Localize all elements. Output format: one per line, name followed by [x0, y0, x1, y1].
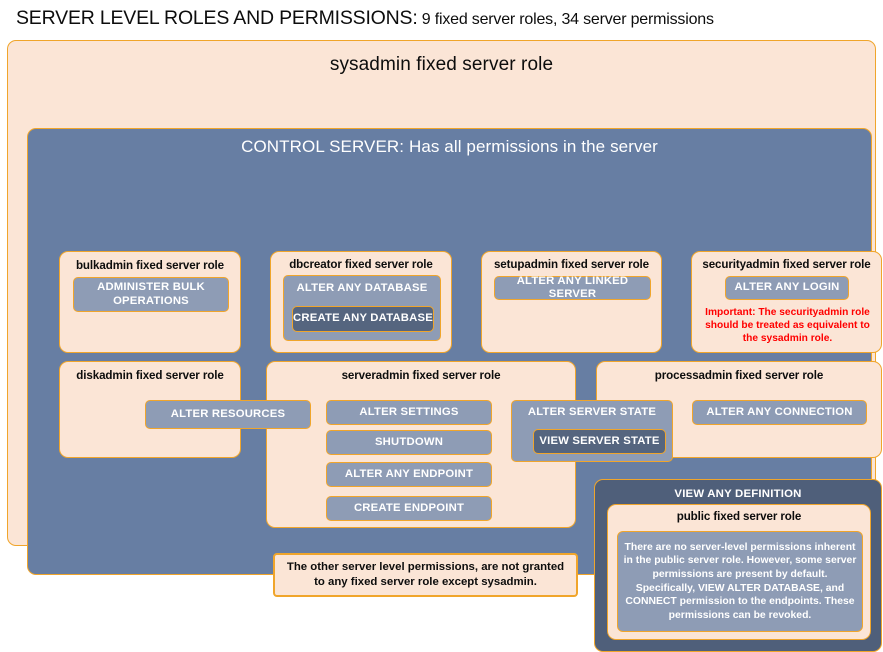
role-box-setupadmin: setupadmin fixed server role ALTER ANY L… — [481, 251, 662, 353]
page-title: SERVER LEVEL ROLES AND PERMISSIONS: 9 fi… — [16, 7, 876, 35]
permission-box-view-any-definition: VIEW ANY DEFINITION public fixed server … — [594, 479, 882, 652]
role-title-diskadmin: diskadmin fixed server role — [76, 369, 224, 382]
permission-chip-alter-settings: ALTER SETTINGS — [326, 400, 492, 425]
permission-chip-create-endpoint: CREATE ENDPOINT — [326, 496, 492, 521]
permission-chip-create-any-database: CREATE ANY DATABASE — [292, 306, 434, 332]
permission-chip-shutdown: SHUTDOWN — [326, 430, 492, 455]
role-box-securityadmin: securityadmin fixed server role ALTER AN… — [691, 251, 882, 353]
note-other-server-permissions-text: The other server level permissions, are … — [286, 560, 565, 588]
role-title-serveradmin: serveradmin fixed server role — [341, 369, 501, 382]
role-box-public: public fixed server role There are no se… — [607, 504, 871, 640]
permission-chip-alter-any-login: ALTER ANY LOGIN — [725, 276, 849, 300]
note-other-server-permissions: The other server level permissions, are … — [273, 553, 578, 597]
sysadmin-role-label: sysadmin fixed server role — [329, 54, 554, 75]
role-box-dbcreator: dbcreator fixed server role ALTER ANY DA… — [270, 251, 452, 353]
page-title-main: SERVER LEVEL ROLES AND PERMISSIONS: — [16, 7, 418, 29]
permission-chip-alter-any-database: ALTER ANY DATABASE CREATE ANY DATABASE — [283, 275, 441, 341]
role-title-securityadmin: securityadmin fixed server role — [702, 258, 871, 271]
permission-chip-view-server-state: VIEW SERVER STATE — [533, 429, 666, 454]
permission-chip-alter-resources: ALTER RESOURCES — [145, 400, 311, 429]
control-server-label: CONTROL SERVER: Has all permissions in t… — [241, 137, 658, 156]
role-title-bulkadmin: bulkadmin fixed server role — [75, 259, 225, 272]
control-server-container: CONTROL SERVER: Has all permissions in t… — [27, 128, 882, 652]
permission-chip-alter-any-connection: ALTER ANY CONNECTION — [692, 400, 867, 425]
permission-label-alter-any-database: ALTER ANY DATABASE — [296, 282, 428, 294]
sql-server-version-label: SQL Server 2017 — [62, 640, 151, 652]
securityadmin-warning-note: Important: The securityadmin role should… — [705, 307, 870, 345]
page-title-subtitle: 9 fixed server roles, 34 server permissi… — [417, 11, 714, 28]
permission-chip-alter-any-endpoint: ALTER ANY ENDPOINT — [326, 462, 492, 487]
permission-chip-alter-server-state: ALTER SERVER STATE VIEW SERVER STATE — [511, 400, 673, 462]
public-role-note-text: There are no server-level permissions in… — [623, 541, 857, 621]
role-title-public: public fixed server role — [676, 510, 802, 523]
permission-label-view-any-definition: VIEW ANY DEFINITION — [674, 488, 802, 500]
role-title-dbcreator: dbcreator fixed server role — [289, 258, 433, 271]
permission-chip-administer-bulk-operations: ADMINISTER BULK OPERATIONS — [73, 277, 229, 312]
role-title-processadmin: processadmin fixed server role — [654, 369, 824, 382]
sysadmin-role-container: sysadmin fixed server role CONTROL SERVE… — [7, 40, 882, 652]
permission-chip-alter-any-linked-server: ALTER ANY LINKED SERVER — [494, 275, 651, 300]
role-box-bulkadmin: bulkadmin fixed server role ADMINISTER B… — [59, 251, 241, 353]
permission-label-alter-server-state: ALTER SERVER STATE — [527, 406, 657, 418]
public-role-note: There are no server-level permissions in… — [617, 531, 863, 632]
role-title-setupadmin: setupadmin fixed server role — [493, 258, 650, 271]
